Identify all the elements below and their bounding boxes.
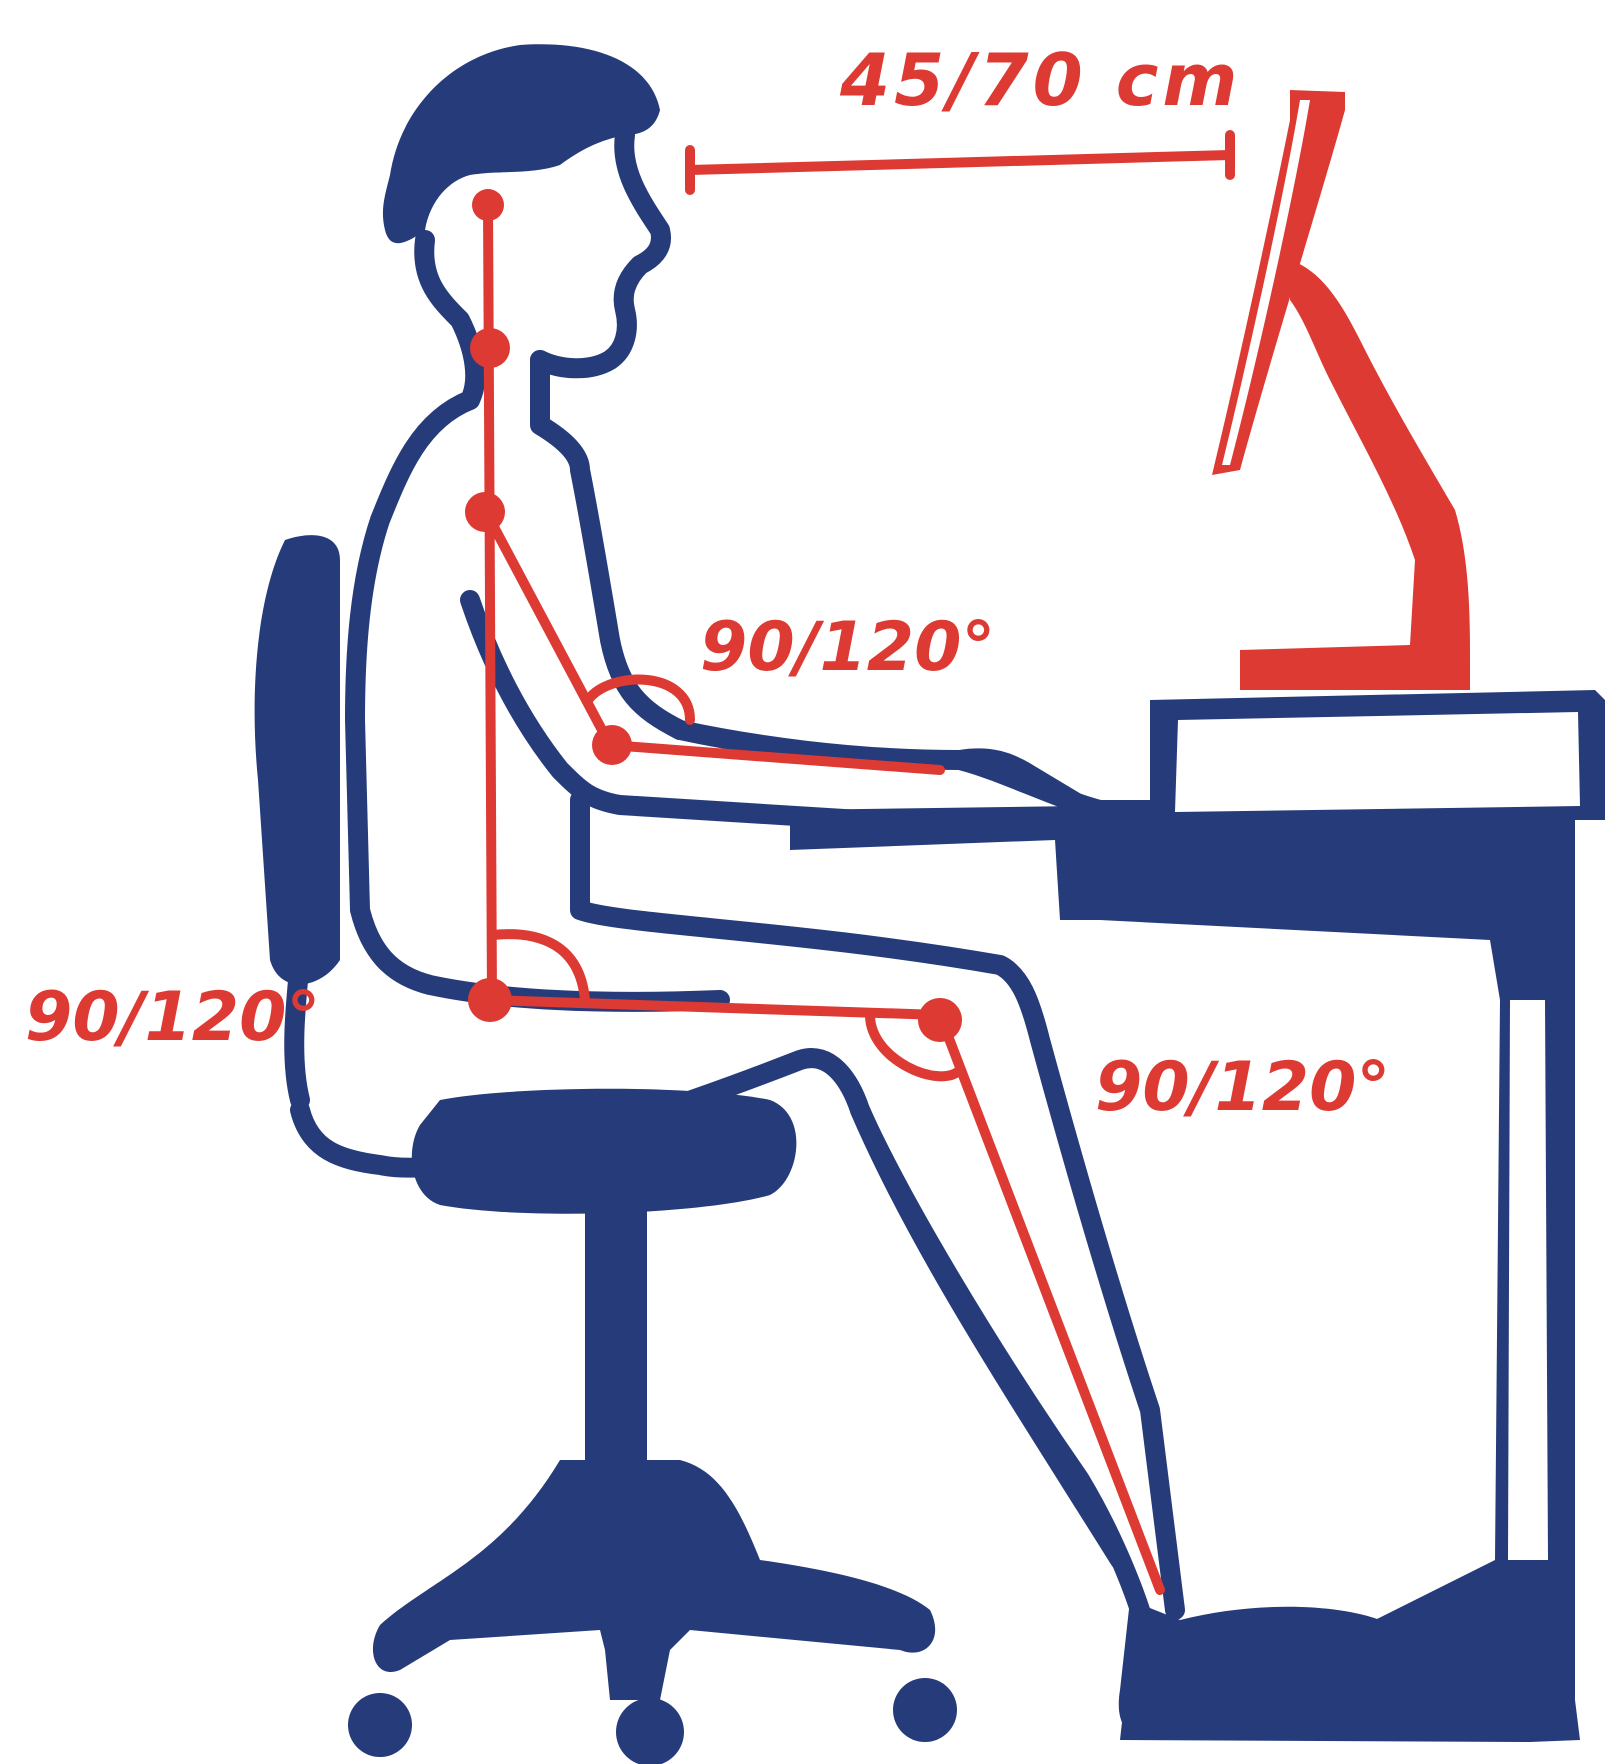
person-chest [540,360,680,730]
monitor [1212,90,1470,690]
desk-drawer-opening [1175,712,1580,812]
joint-head [472,189,504,221]
furniture-and-person [255,44,1605,1764]
desk-leg-gap [1508,1000,1548,1560]
distance-indicator [690,135,1230,190]
distance-label: 45/70 cm [839,38,1241,122]
joint-hip [468,978,512,1022]
chair-wheel-right [893,1678,957,1742]
person-back [355,400,720,1002]
spine-line [488,205,492,1000]
joint-elbow [592,725,632,765]
chair-wheel-left [348,1693,412,1757]
knee-angle-label: 90/120° [1095,1048,1390,1127]
hip-angle-label: 90/120° [25,978,320,1057]
chair-seat-cushion [412,1089,797,1214]
chair-wheel-center [616,1698,684,1764]
elbow-angle-label: 90/120° [700,608,995,687]
joint-neck [470,328,510,368]
person-head-outline [424,240,475,400]
chair-base [373,1460,935,1700]
joint-knee [918,998,962,1042]
chair-backrest [255,535,340,984]
joint-shoulder [465,492,505,532]
chair-gas-lift [585,1200,647,1470]
distance-line [690,155,1230,170]
person-face-profile [540,135,661,368]
posture-skeleton [465,189,1160,1590]
